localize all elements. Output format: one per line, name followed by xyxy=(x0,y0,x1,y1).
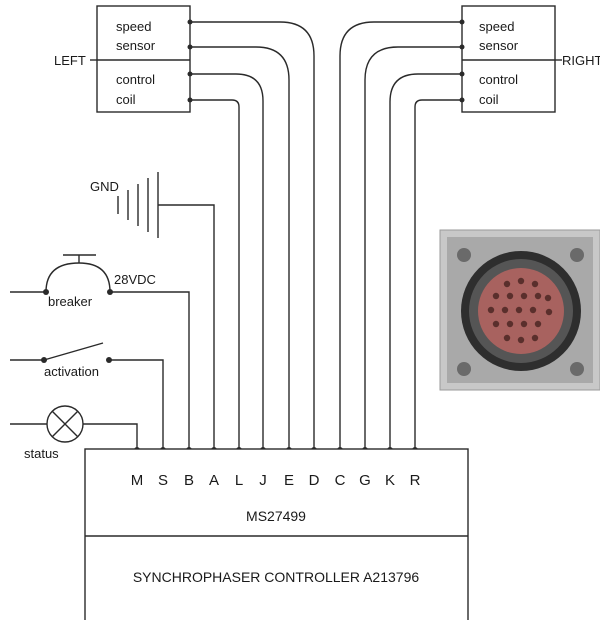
status-lamp-icon xyxy=(46,405,84,443)
pin-labels: M S B A L J E D C G K R xyxy=(131,472,421,489)
right-sensor-wires xyxy=(339,19,465,450)
left-speed-label-1: speed xyxy=(116,19,151,34)
ground-symbol-icon xyxy=(117,172,159,238)
pin-label: J xyxy=(259,472,267,489)
status-label: status xyxy=(24,446,59,461)
gnd-label: GND xyxy=(90,179,119,194)
breaker-label: breaker xyxy=(48,294,93,309)
activation-label: activation xyxy=(44,364,99,379)
controller-box xyxy=(84,448,469,620)
right-coil-label-1: control xyxy=(479,72,518,87)
controller-title: SYNCHROPHASER CONTROLLER A213796 xyxy=(133,569,420,585)
pin-label: C xyxy=(335,472,346,489)
right-speed-label-2: sensor xyxy=(479,38,519,53)
connector-name: MS27499 xyxy=(246,508,306,524)
left-speed-label-2: sensor xyxy=(116,38,156,53)
pin-label: B xyxy=(184,472,194,489)
switch-icon xyxy=(41,342,112,363)
right-coil-label-2: coil xyxy=(479,92,499,107)
right-sensor-box: speed sensor control coil xyxy=(461,5,556,113)
pin-label: M xyxy=(131,472,144,489)
left-sensor-wires xyxy=(187,19,315,450)
right-speed-label-1: speed xyxy=(479,19,514,34)
pin-label: D xyxy=(309,472,320,489)
voltage-label: 28VDC xyxy=(114,272,156,287)
connector-photo xyxy=(439,229,600,391)
left-coil-label-2: coil xyxy=(116,92,136,107)
pin-label: S xyxy=(158,472,168,489)
pin-label: K xyxy=(385,472,395,489)
circuit-breaker-icon xyxy=(43,254,113,295)
pin-label: A xyxy=(209,472,219,489)
left-sensor-box: speed sensor control coil xyxy=(96,5,191,113)
pin-label: L xyxy=(235,472,243,489)
left-coil-label-1: control xyxy=(116,72,155,87)
pin-label: E xyxy=(284,472,294,489)
pin-label: G xyxy=(359,472,371,489)
pin-label: R xyxy=(410,472,421,489)
left-side-label: LEFT xyxy=(54,53,86,68)
right-side-label: RIGHT xyxy=(562,53,600,68)
